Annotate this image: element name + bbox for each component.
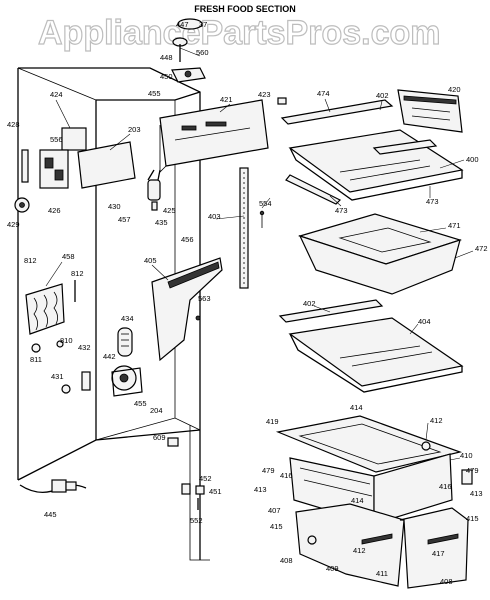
part-label: 810: [60, 336, 73, 345]
part-label: 37: [199, 20, 207, 29]
air-duct-cover: [151, 257, 223, 362]
part-label: 431: [51, 372, 64, 381]
part-number-labels: 447 37 448 560 450 424 455 421 423 474 4…: [7, 20, 488, 586]
top-hinge-assembly: [171, 18, 206, 83]
part-label: 400: [466, 155, 479, 164]
part-label: 420: [448, 85, 461, 94]
part-label: 404: [418, 317, 431, 326]
leader-lines: [45, 47, 474, 461]
part-label: 473: [335, 206, 348, 215]
part-label: 203: [128, 125, 141, 134]
part-label: 407: [268, 506, 281, 515]
part-label: 423: [258, 90, 271, 99]
part-label: 430: [108, 202, 121, 211]
heater-assembly: [25, 280, 76, 353]
meat-pan: [297, 213, 462, 295]
part-label: 455: [134, 399, 147, 408]
upper-shelf: [280, 89, 464, 205]
part-label: 472: [475, 244, 488, 253]
part-label: 426: [48, 206, 61, 215]
part-label: 409: [326, 564, 339, 573]
part-label: 458: [62, 252, 75, 261]
part-label: 414: [350, 403, 363, 412]
part-label: 445: [44, 510, 57, 519]
part-label: 442: [103, 352, 116, 361]
part-label: 416: [280, 471, 293, 480]
part-label: 414: [351, 496, 364, 505]
wiring-harness: [19, 479, 87, 493]
part-label: 455: [148, 89, 161, 98]
part-label: 451: [209, 487, 222, 496]
part-label: 415: [466, 514, 479, 523]
part-label: 609: [153, 433, 166, 442]
part-label: 413: [254, 485, 267, 494]
part-label: 412: [353, 546, 366, 555]
part-label: 556: [50, 135, 63, 144]
part-label: 428: [7, 120, 20, 129]
part-label: 474: [317, 89, 330, 98]
watermark: AppliancePartsPros.com: [38, 14, 440, 52]
part-label: 812: [71, 269, 84, 278]
part-label: 408: [280, 556, 293, 565]
lamp-and-fan-parts: [61, 327, 143, 397]
part-label: 457: [118, 215, 131, 224]
part-label: 450: [160, 72, 173, 81]
temperature-control-housing: [14, 127, 136, 213]
control-panel: [159, 97, 287, 173]
part-label: 402: [303, 299, 316, 308]
part-label: 425: [163, 206, 176, 215]
part-label: 416: [439, 482, 452, 491]
section-title: FRESH FOOD SECTION: [194, 4, 296, 14]
part-label: 552: [190, 516, 203, 525]
part-label: 421: [220, 95, 233, 104]
part-label: 403: [208, 212, 221, 221]
part-label: 811: [30, 355, 42, 364]
part-label: 447: [176, 20, 189, 29]
part-label: 411: [376, 569, 388, 578]
part-label: 410: [460, 451, 473, 460]
part-label: 563: [198, 294, 211, 303]
part-label: 473: [426, 197, 439, 206]
part-label: 204: [150, 406, 163, 415]
part-label: 434: [121, 314, 134, 323]
part-label: 419: [266, 417, 279, 426]
part-label: 424: [50, 90, 63, 99]
light-socket: [147, 169, 161, 211]
part-label: 412: [430, 416, 443, 425]
part-label: 560: [196, 48, 209, 57]
part-label: 429: [7, 220, 20, 229]
part-label: 435: [155, 218, 168, 227]
part-label: 413: [470, 489, 483, 498]
crisper-assembly: [275, 415, 473, 589]
part-label: 479: [262, 466, 275, 475]
part-label: 456: [181, 235, 194, 244]
part-label: 417: [432, 549, 445, 558]
shelf-rail: [239, 167, 265, 289]
small-hardware: [167, 437, 205, 510]
part-label: 432: [78, 343, 91, 352]
part-label: 479: [466, 466, 479, 475]
middle-shelf: [278, 299, 464, 393]
part-label: 415: [270, 522, 283, 531]
part-label: 448: [160, 53, 173, 62]
part-label: 408: [440, 577, 453, 586]
part-label: 812: [24, 256, 37, 265]
part-label: 471: [448, 221, 461, 230]
part-label: 452: [199, 474, 212, 483]
part-label: 402: [376, 91, 389, 100]
part-label: 405: [144, 256, 157, 265]
